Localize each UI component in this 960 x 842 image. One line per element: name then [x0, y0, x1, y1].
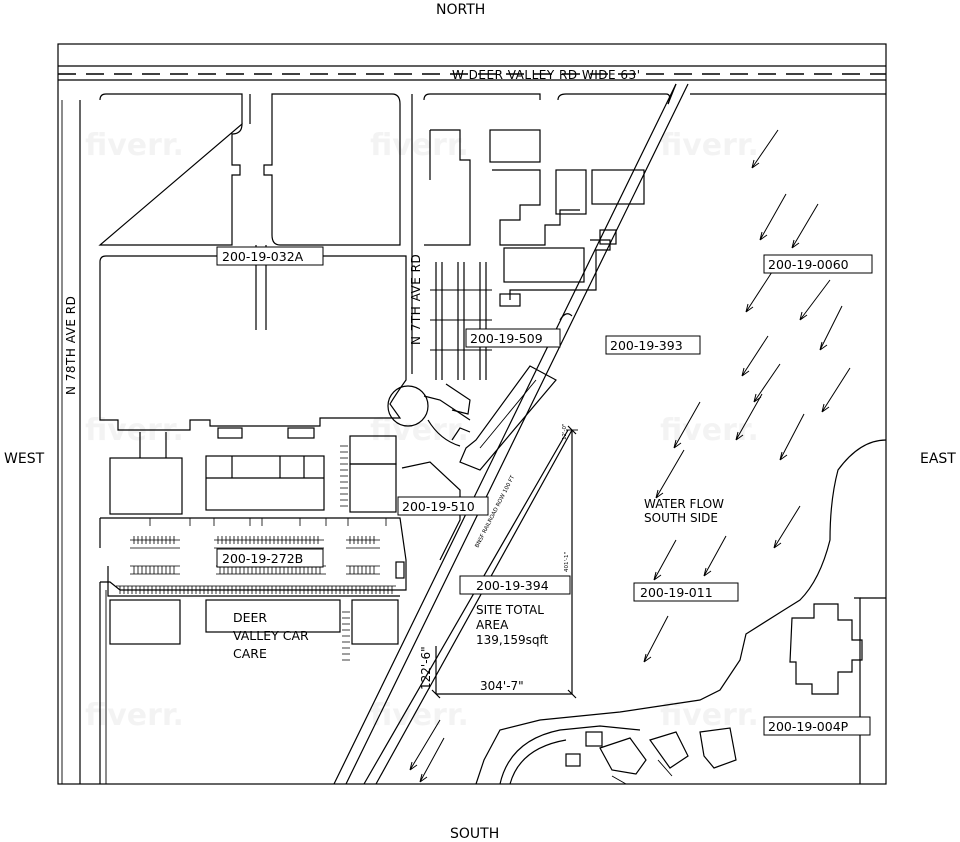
apartment-complex	[424, 129, 645, 321]
watermark-text: fiverr.	[660, 413, 759, 448]
water-flow-line2: SOUTH SIDE	[644, 511, 718, 525]
parcel-label: 200-19-510	[402, 499, 475, 514]
car-care-line1: DEER	[233, 610, 267, 625]
west-commercial-area	[99, 427, 407, 784]
watermark-text: fiverr.	[85, 128, 184, 163]
site-dim-height: 122'-6"	[419, 646, 433, 690]
watermark: fiverr. fiverr. fiverr. fiverr. fiverr. …	[85, 128, 759, 733]
compass-north: NORTH	[436, 2, 485, 18]
drawing-border	[57, 43, 887, 785]
site-area-value: 139,159sqft	[476, 633, 549, 647]
parcel-labels: 200-19-032A 200-19-0060 200-19-509 200-1…	[216, 246, 873, 736]
watermark-text: fiverr.	[370, 698, 469, 733]
parcel-label: 200-19-011	[640, 585, 713, 600]
parking-stalls	[116, 445, 396, 661]
deer-valley-car-care-label: DEER VALLEY CAR CARE	[233, 610, 309, 661]
site-dim-vertical: 401'-1"	[564, 552, 570, 572]
site-area-note: SITE TOTAL AREA 139,159sqft	[476, 603, 549, 647]
parcel-label: 200-19-272B	[222, 551, 303, 566]
car-care-line3: CARE	[233, 646, 267, 661]
deer-valley-road: W DEER VALLEY RD WIDE 63'	[58, 65, 886, 82]
water-flow-arrows	[409, 129, 851, 783]
parking-rows-north	[430, 262, 492, 415]
n-7th-ave-label: N 7TH AVE RD	[409, 254, 423, 345]
watermark-text: fiverr.	[85, 698, 184, 733]
compass-west: WEST	[4, 451, 45, 467]
east-land-area	[475, 93, 887, 785]
parcel-label: 200-19-509	[470, 331, 543, 346]
deer-valley-road-label: W DEER VALLEY RD WIDE 63'	[452, 68, 641, 82]
compass-east: EAST	[920, 451, 956, 467]
watermark-text: fiverr.	[370, 413, 469, 448]
diagonal-building	[451, 365, 557, 471]
site-dim-width: 304'-7"	[480, 679, 524, 693]
parcel-label: 200-19-032A	[222, 249, 304, 264]
site-title: SITE TOTAL	[476, 603, 544, 617]
parcel-label: 200-19-394	[476, 578, 549, 593]
site-dim-offset: 12'-0"	[562, 423, 568, 440]
parcel-label: 200-19-393	[610, 338, 683, 353]
site-boundary: 122'-6" 304'-7" 401'-1" 12'-0"	[401, 423, 578, 699]
car-care-line2: VALLEY CAR	[233, 628, 309, 643]
southeast-structures	[499, 597, 886, 785]
parcel-label: 200-19-004P	[768, 719, 849, 734]
watermark-text: fiverr.	[370, 128, 469, 163]
n-78th-ave-label: N 78TH AVE RD	[64, 296, 78, 395]
water-flow-line1: WATER FLOW	[644, 497, 724, 511]
site-area-label: AREA	[476, 618, 509, 632]
compass-south: SOUTH	[450, 826, 499, 842]
watermark-text: fiverr.	[660, 128, 759, 163]
parcel-label: 200-19-0060	[768, 257, 849, 272]
n-78th-ave-road: N 78TH AVE RD	[61, 100, 81, 784]
water-flow-note: WATER FLOW SOUTH SIDE	[644, 497, 724, 525]
